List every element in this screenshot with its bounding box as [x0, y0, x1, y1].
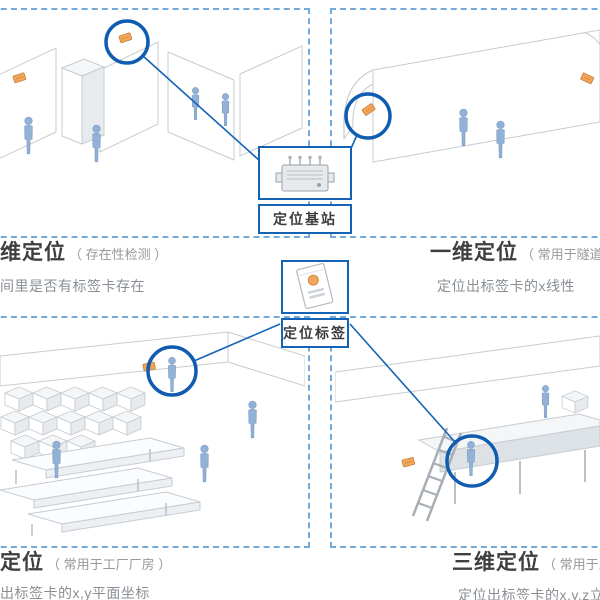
factory-walls [0, 331, 305, 387]
room-walls [0, 41, 303, 161]
quadrant-frame-1d [330, 8, 600, 238]
caption-1d-note: （ 常用于隧道 [521, 247, 600, 262]
scene-3d-warehouse [335, 335, 600, 522]
tag-icon-highlighted [401, 456, 416, 468]
tag-label: 定位标签 [281, 318, 349, 348]
base-station-label: 定位基站 [258, 204, 352, 234]
quadrant-frame-3d [330, 316, 600, 548]
person-icon [248, 400, 257, 439]
caption-3d-title: 三维定位 [452, 551, 540, 574]
desc-0d: 间里是否有标签卡存在 [0, 278, 145, 294]
person-icon-highlighted [167, 356, 177, 393]
quadrant-frame-0d [0, 8, 310, 238]
caption-3d-note: （ 常用于立 [543, 557, 600, 572]
caption-3d: 三维定位（ 常用于立 [452, 546, 600, 576]
caption-2d-title: 定位 [0, 551, 44, 574]
caption-2d: 定位（ 常用于工厂厂房 ） [0, 546, 171, 576]
tag-icon-highlighted [118, 32, 133, 44]
person-icon [200, 444, 209, 483]
caption-0d: 维定位（ 存在性检测 ） [0, 236, 167, 266]
scene-2d-factory [0, 331, 305, 536]
caption-2d-note: （ 常用于工厂厂房 ） [47, 557, 172, 572]
quadrant-frame-2d [0, 316, 310, 548]
desc-1d: 定位出标签卡的x线性 [437, 278, 575, 294]
base-station-icon [275, 155, 335, 192]
caption-0d-note: （ 存在性检测 ） [69, 247, 168, 262]
tag-card-image [281, 260, 349, 314]
base-station-callout: 定位基站 [258, 146, 352, 234]
tag-callout: 定位标签 [281, 260, 349, 348]
person-icon [92, 124, 101, 163]
desc-2d: 出标签卡的x,y平面坐标 [0, 585, 150, 600]
base-station-image [258, 146, 352, 200]
mezzanine-platform [417, 413, 600, 504]
back-wall [335, 335, 600, 403]
caption-1d: 一维定位（ 常用于隧道 [430, 236, 600, 266]
tunnel-wall [343, 29, 600, 163]
caption-0d-title: 维定位 [0, 241, 66, 264]
tag-card-icon [296, 263, 334, 309]
caption-1d-title: 一维定位 [430, 241, 518, 264]
person-icon-highlighted [466, 440, 476, 477]
person-icon [24, 116, 33, 155]
desc-3d: 定位出标签卡的x,y,z立体坐标 [458, 587, 600, 600]
person-icon [541, 384, 550, 419]
person-icon [496, 120, 505, 159]
storage-box [561, 390, 589, 414]
cabinet-box [60, 58, 106, 145]
scene-1d-tunnel [343, 29, 600, 163]
